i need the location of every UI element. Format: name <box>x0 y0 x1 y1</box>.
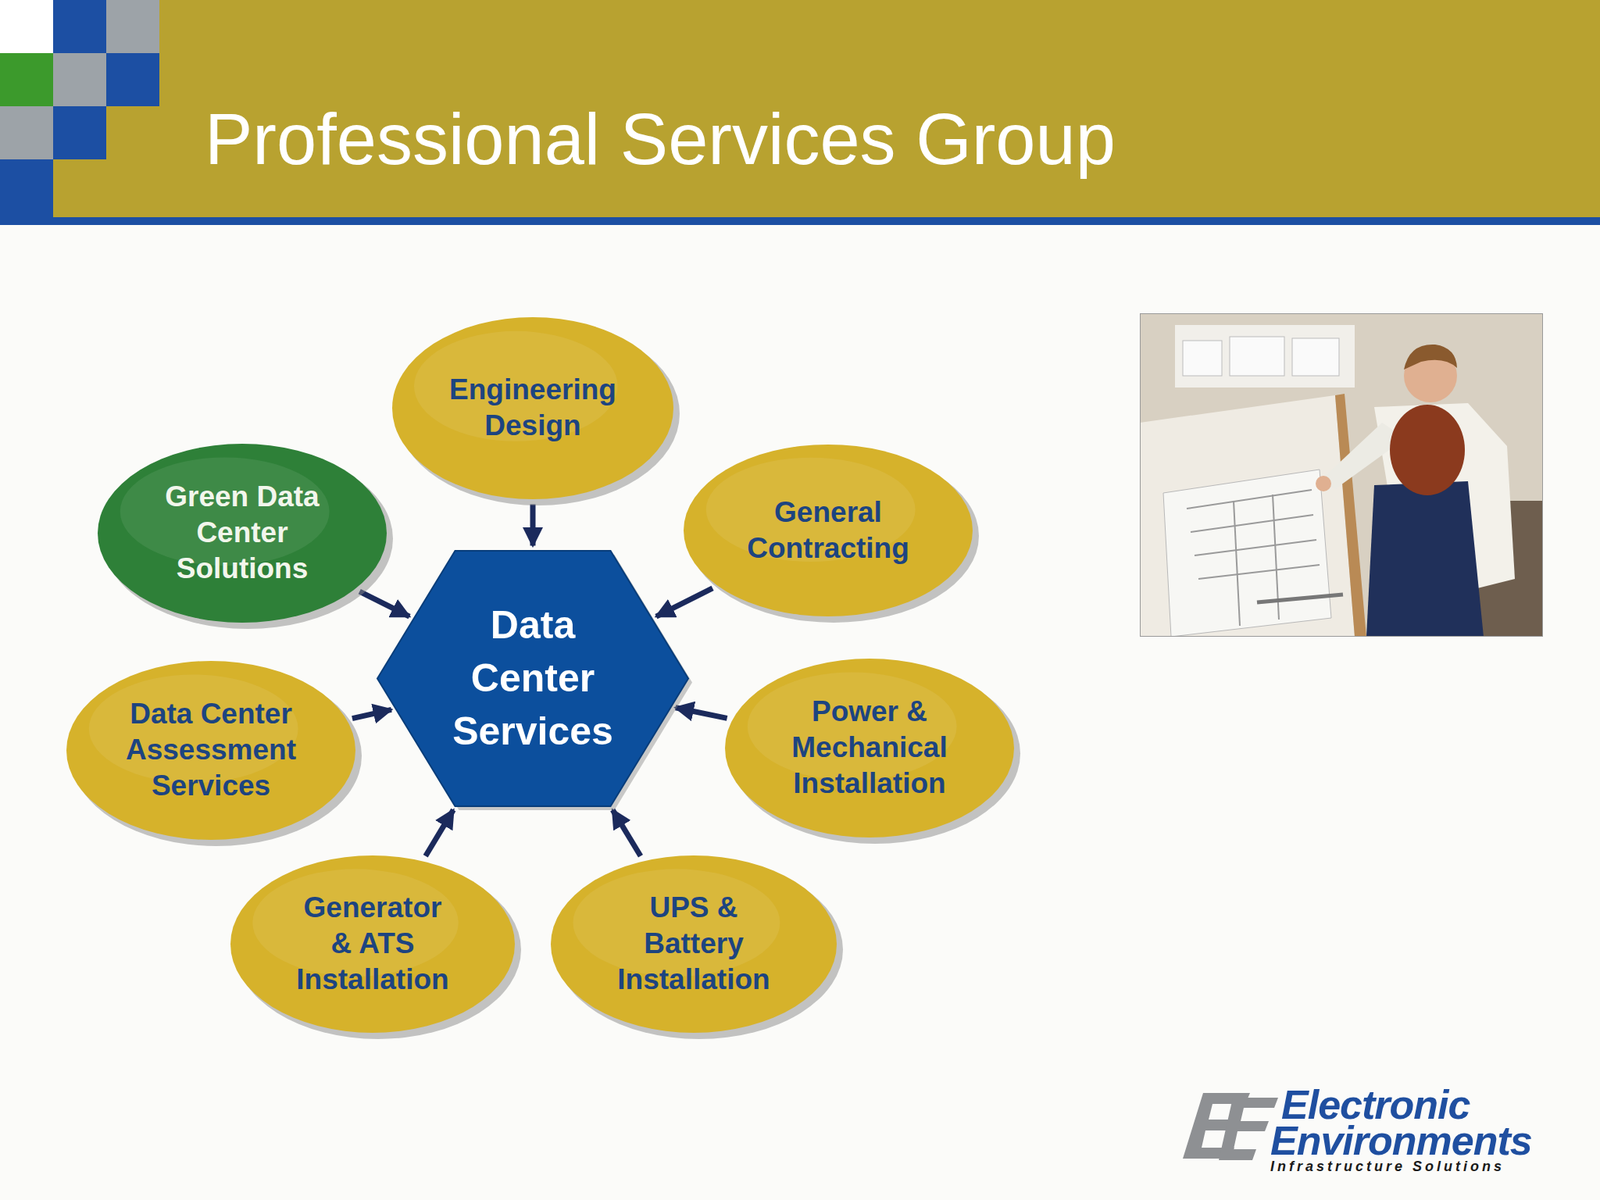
service-ellipse-outline <box>682 443 974 618</box>
ellipse-shape <box>230 855 515 1033</box>
center-hexagon: Data Center Services <box>377 550 689 807</box>
service-ellipse: UPS & Battery Installation <box>550 854 838 1034</box>
square <box>106 0 160 54</box>
service-ellipse: Engineering Design <box>391 316 675 500</box>
node-label: General Contracting <box>734 494 922 567</box>
square <box>0 106 54 160</box>
connector-arrow <box>530 504 536 547</box>
square <box>106 53 160 107</box>
node-label: Data Center Services <box>442 598 623 758</box>
photo-man-hand <box>1315 475 1332 492</box>
connector-arrow <box>352 709 392 718</box>
photo-shelf <box>1175 325 1355 388</box>
connector-arrow <box>656 588 713 617</box>
node-label: Generator & ATS Installation <box>294 889 451 998</box>
service-ellipse: General Contracting <box>682 443 974 618</box>
service-ellipse: Data Center Assessment Services <box>65 660 357 841</box>
photo-binder <box>1292 338 1340 376</box>
logo-tagline: Infrastructure Solutions <box>1270 1158 1505 1175</box>
connector-arrow <box>425 810 454 857</box>
ellipse-shape <box>392 317 674 500</box>
service-ellipse: Generator & ATS Installation <box>229 854 516 1034</box>
photo-binder <box>1182 340 1222 376</box>
square <box>53 0 107 54</box>
photo-table-edge <box>1335 393 1367 637</box>
slide-title: Professional Services Group <box>204 100 1116 179</box>
service-ellipse: Power & Mechanical Installation <box>724 657 1015 839</box>
square <box>0 159 54 218</box>
header-rule <box>0 217 1600 225</box>
ellipse-shape <box>97 443 387 623</box>
photo-woman-hair <box>1389 404 1465 496</box>
connector-arrow <box>612 810 641 857</box>
square <box>0 0 54 54</box>
ellipse-shape <box>725 658 1015 838</box>
checker-squares <box>0 0 165 225</box>
photo-ruler <box>1257 594 1343 603</box>
photo-wall <box>1139 313 1543 637</box>
photo-woman-body <box>1366 481 1484 637</box>
node-label: Data Center Assessment Services <box>117 696 305 804</box>
ellipse-shape <box>683 444 973 617</box>
logo-wordmark: Environments <box>1270 1118 1533 1164</box>
node-label: Power & Mechanical Installation <box>775 693 964 802</box>
green-ellipse: Green Data Center Solutions <box>96 442 388 624</box>
node-label: Green Data Center Solutions <box>158 478 327 587</box>
ellipse-shape <box>550 855 837 1033</box>
square <box>53 53 107 107</box>
photo-binder <box>1229 336 1285 376</box>
square <box>0 53 54 107</box>
connector-arrow <box>359 591 410 617</box>
node-label: UPS & Battery Installation <box>600 889 788 998</box>
photo-frame <box>1140 314 1543 637</box>
logo-mark <box>1171 1086 1282 1170</box>
node-label: Engineering Design <box>439 371 627 444</box>
ellipse-shape <box>66 660 356 840</box>
hexagon-shape <box>377 550 689 807</box>
photo-blueprint <box>1163 469 1332 637</box>
square <box>53 106 107 160</box>
photo-man-hair <box>1403 344 1458 370</box>
photo-blueprint-lines <box>1186 489 1320 626</box>
connector-arrow <box>675 707 728 719</box>
photo-table <box>1139 395 1355 637</box>
logo-e-shape <box>1182 1092 1279 1161</box>
photo-illustration <box>1139 313 1543 637</box>
service-ellipse-outline <box>391 316 675 500</box>
